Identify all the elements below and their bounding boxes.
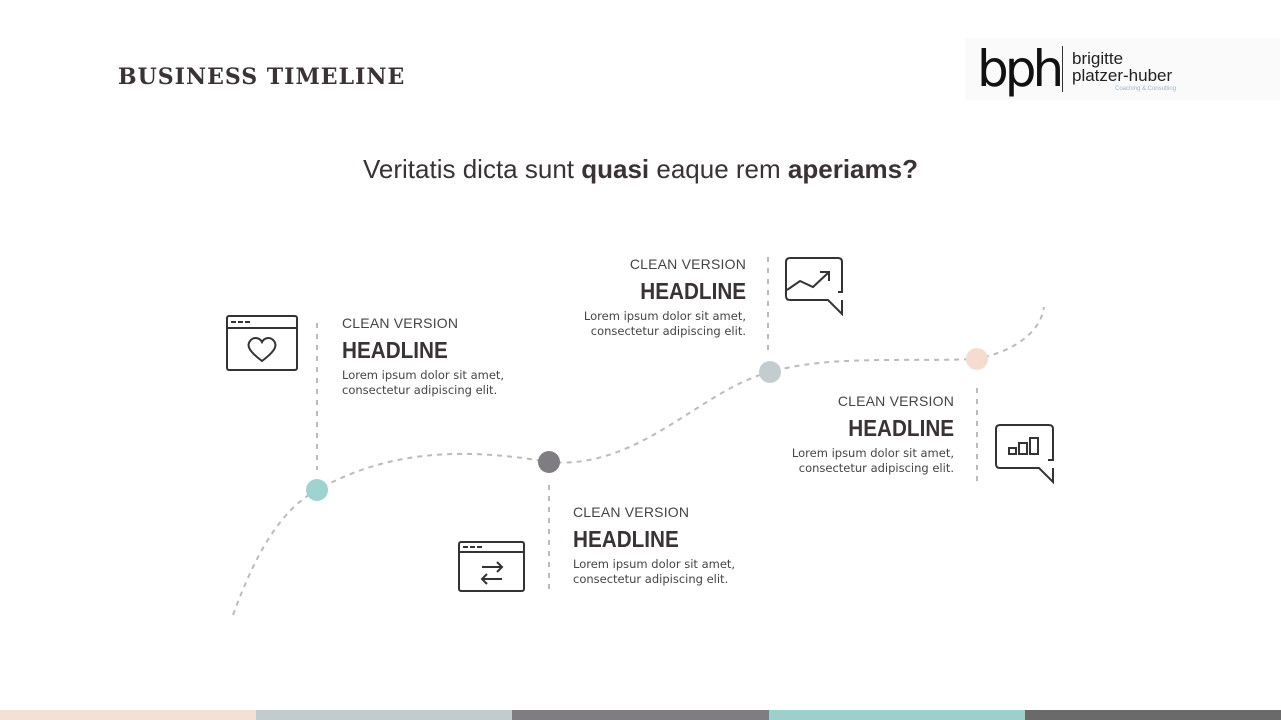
milestone-3: CLEAN VERSION HEADLINE Lorem ipsum dolor… [584,256,746,339]
footer-color-segment [512,710,770,720]
milestone-text: Lorem ipsum dolor sit amet,consectetur a… [791,446,954,475]
milestone-subtitle: CLEAN VERSION [837,393,954,409]
chat-bar-chart-icon [995,424,1054,485]
logo-tagline: Coaching & Consulting [1115,86,1177,92]
milestone-subtitle: CLEAN VERSION [573,504,690,520]
milestone-text: Lorem ipsum dolor sit amet,consectetur a… [342,368,505,397]
milestone-2: CLEAN VERSION HEADLINE Lorem ipsum dolor… [573,504,735,587]
milestone-text: Lorem ipsum dolor sit amet,consectetur a… [573,557,736,586]
milestone-4: CLEAN VERSION HEADLINE Lorem ipsum dolor… [792,393,954,476]
footer-color-segment [768,710,1026,720]
milestone-subtitle: CLEAN VERSION [629,256,746,272]
milestone-dot-4 [966,348,988,370]
footer-color-segment [0,710,257,720]
milestone-dot-3 [759,361,781,383]
milestone-headline: HEADLINE [848,415,954,441]
logo-mark: bph [977,40,1064,98]
chat-trend-chart-icon [785,257,843,317]
page-title: BUSINESS TIMELINE [118,64,406,90]
milestone-text: Lorem ipsum dolor sit amet,consectetur a… [583,309,746,338]
milestone-subtitle: CLEAN VERSION [342,315,459,331]
footer-color-segment [1024,710,1281,720]
footer-color-segment [256,710,514,720]
milestone-headline: HEADLINE [573,526,679,552]
milestone-dot-1 [306,479,328,501]
milestone-headline: HEADLINE [640,278,746,304]
logo-divider [1062,46,1063,92]
milestone-dot-2 [538,451,560,473]
browser-swap-icon [458,541,525,592]
milestone-headline: HEADLINE [342,337,448,363]
question-heading: Veritatis dicta sunt quasi eaque rem ape… [363,154,918,184]
browser-heart-icon [226,315,298,371]
milestone-1: CLEAN VERSION HEADLINE Lorem ipsum dolor… [342,315,504,398]
